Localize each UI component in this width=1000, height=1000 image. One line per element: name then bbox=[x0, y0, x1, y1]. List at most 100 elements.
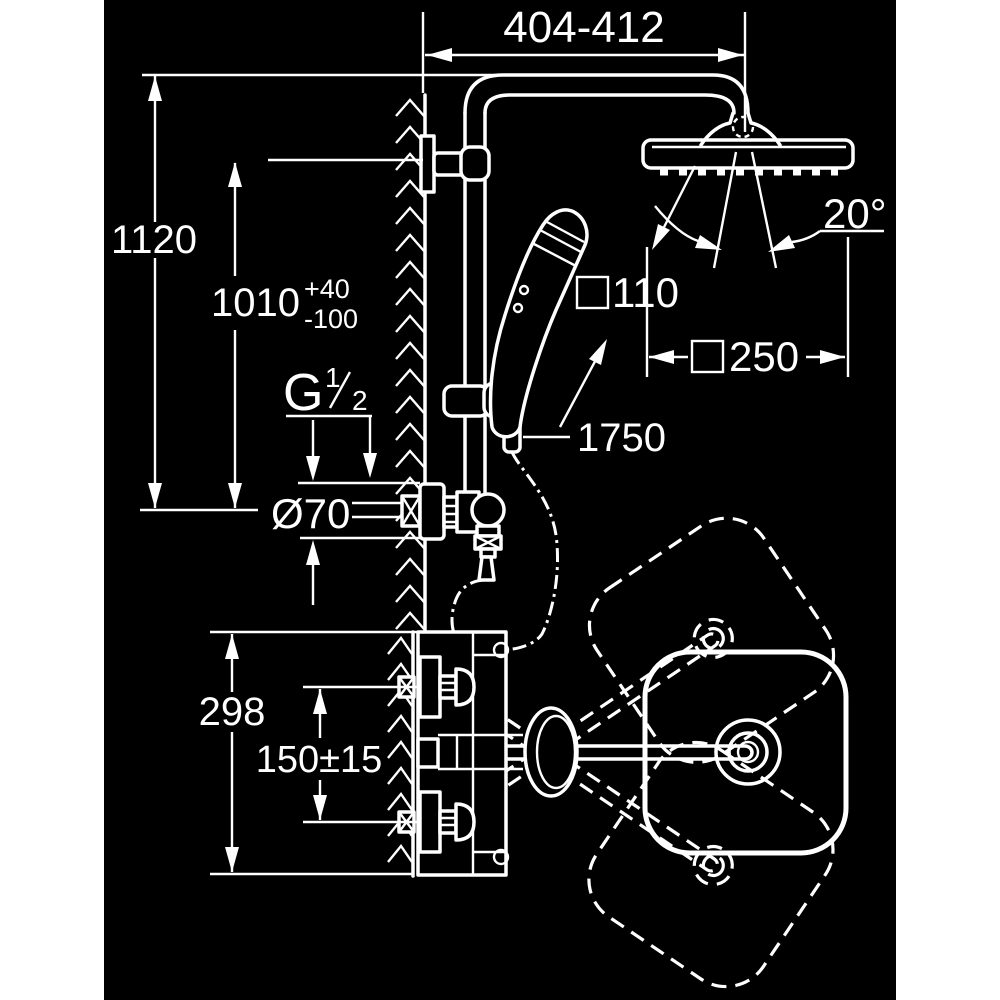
dim-70-arrow-top bbox=[306, 456, 320, 481]
square-symbol-icon bbox=[575, 275, 610, 310]
head-shower-top-view bbox=[642, 649, 849, 856]
head-shower-side bbox=[641, 111, 855, 269]
body-height-label: 298 bbox=[199, 690, 266, 734]
slider-clamp bbox=[442, 384, 490, 418]
port-eccentric-bottom bbox=[418, 790, 442, 854]
valve-knob bbox=[470, 492, 506, 528]
swivel-head-left bbox=[587, 516, 836, 764]
outlet-lines bbox=[438, 733, 523, 771]
port-nut-top-lines bbox=[440, 681, 456, 692]
union-nut-lines bbox=[444, 504, 457, 524]
diverter-grip-cross bbox=[474, 534, 502, 551]
wall-bracket-plate bbox=[419, 134, 436, 194]
dim-1120-arrow-top bbox=[148, 76, 162, 101]
dim-404-lines bbox=[421, 12, 747, 132]
hose-nipple bbox=[477, 555, 496, 582]
hose-length-label: 1750 bbox=[577, 416, 666, 460]
square-symbol-icon-250 bbox=[690, 339, 725, 374]
dim-1010-arrow-bottom bbox=[228, 483, 242, 508]
wall-bracket-clamp bbox=[459, 145, 491, 182]
hand-shower-leader bbox=[558, 351, 602, 428]
dim-150-arrow-top bbox=[313, 689, 327, 714]
thermostat-valve-side bbox=[352, 482, 506, 582]
hand-shower-leader-arrow bbox=[589, 339, 607, 365]
angle-arrow-right bbox=[768, 235, 795, 252]
port-dome-bottom bbox=[454, 802, 476, 842]
screw-top bbox=[492, 641, 510, 659]
head-square bbox=[642, 649, 849, 856]
arm-escutcheon-oval bbox=[523, 706, 579, 798]
head-joint-outer bbox=[714, 718, 782, 786]
dim-1120-arrow-bottom bbox=[148, 483, 162, 508]
dim-250-lines bbox=[645, 237, 850, 377]
arm-escutcheon-oval-inner bbox=[535, 714, 577, 790]
pipe-inner bbox=[483, 93, 736, 115]
head-body bbox=[641, 138, 855, 170]
dim-1120-lines bbox=[140, 73, 503, 512]
port-nut-bottom bbox=[438, 809, 458, 835]
connection-port-top bbox=[397, 655, 476, 719]
spray-angle-label: 20° bbox=[823, 190, 887, 237]
port-eccentric-top bbox=[418, 655, 442, 719]
dim-hand-shower-110: 110 bbox=[558, 165, 697, 428]
dim-250-arrow-left bbox=[649, 350, 674, 364]
angle-arrow-left bbox=[695, 235, 722, 250]
inwall-stub-cross bbox=[400, 495, 422, 527]
dim-connection-spacing-150: 150±15 bbox=[256, 685, 420, 824]
dim-width-404: 404-412 bbox=[421, 3, 747, 132]
head-joint-inner bbox=[736, 740, 760, 764]
dim-spray-angle-20: 20° bbox=[654, 190, 887, 252]
swivel-head-right bbox=[587, 740, 835, 989]
port-dome-top bbox=[454, 667, 476, 707]
thermostat-top-view bbox=[397, 630, 579, 877]
thermostat-body-lines bbox=[471, 632, 506, 875]
swivel-joint-left-inner bbox=[701, 626, 725, 651]
head-shower-size-label: 250 bbox=[729, 333, 799, 380]
shower-hose bbox=[450, 451, 559, 652]
total-height-label: 1120 bbox=[111, 218, 197, 262]
connection-port-bottom bbox=[397, 790, 476, 854]
bracket-height-label: 1010 bbox=[211, 281, 300, 325]
ball-joint-hidden bbox=[731, 115, 755, 139]
dim-298-arrow-top bbox=[225, 634, 239, 659]
hand-shower-face-lines bbox=[533, 220, 585, 268]
thread-arrow bbox=[363, 453, 377, 478]
hand-shower-size-label: 110 bbox=[612, 269, 679, 316]
dim-head-shower-250: 250 bbox=[645, 237, 850, 380]
dim-height-1010: 1010 +40 -100 bbox=[211, 158, 423, 508]
dim-70-lines bbox=[298, 420, 420, 605]
dim-body-height-298: 298 bbox=[199, 630, 418, 876]
dim-150-arrow-bottom bbox=[313, 795, 327, 820]
label-thread-g12: G 1 2 bbox=[283, 362, 377, 478]
thread-letter: G bbox=[283, 364, 323, 422]
thread-leader bbox=[286, 414, 372, 455]
escutcheon-flange bbox=[418, 482, 446, 541]
angle-arc-left bbox=[654, 205, 699, 243]
bracket-height-tol-plus: +40 bbox=[304, 274, 350, 304]
dim-250-arrow-right bbox=[820, 350, 845, 364]
thread-denominator: 2 bbox=[352, 385, 368, 416]
port-nut-top bbox=[438, 674, 458, 700]
dim-70-arrow-bottom bbox=[306, 540, 320, 565]
face-plane-arrow bbox=[652, 224, 670, 250]
port-nut-bottom-lines bbox=[440, 816, 456, 827]
width-dim-label: 404-412 bbox=[503, 3, 664, 52]
screw-bottom bbox=[492, 848, 510, 866]
hand-shower bbox=[488, 208, 589, 439]
head-shower-arm bbox=[463, 744, 754, 761]
connection-spacing-label: 150±15 bbox=[256, 739, 383, 781]
dim-404-arrow-right bbox=[718, 48, 743, 62]
outlet-block bbox=[416, 737, 440, 769]
dim-298-arrow-bottom bbox=[225, 847, 239, 872]
dim-escutcheon-70: Ø70 bbox=[271, 420, 420, 605]
fraction-slash bbox=[328, 371, 352, 409]
hand-shower-outline bbox=[488, 208, 589, 439]
dim-height-1120: 1120 bbox=[111, 73, 503, 512]
dim-298-lines bbox=[210, 630, 418, 876]
dim-404-arrow-left bbox=[427, 48, 452, 62]
swivel-joint-right-inner bbox=[701, 853, 725, 878]
escutcheon-diameter-label: Ø70 bbox=[271, 490, 350, 537]
thread-numerator: 1 bbox=[325, 362, 341, 393]
head-joint-mid bbox=[727, 731, 769, 773]
